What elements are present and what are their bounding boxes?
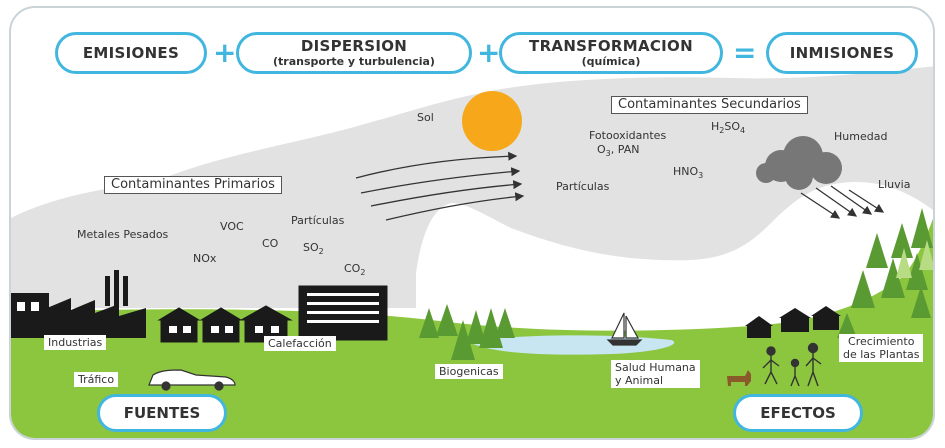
hno3-label: HNO3 <box>673 165 704 181</box>
sol-label: Sol <box>417 111 434 124</box>
fuentes-label: FUENTES <box>123 404 201 422</box>
wind-arrows-icon <box>355 151 525 221</box>
efectos-label: EFECTOS <box>760 404 836 422</box>
efectos-pill: EFECTOS <box>733 394 863 432</box>
voc-label: VOC <box>220 220 244 233</box>
houses-right-icon <box>745 306 841 338</box>
emisiones-label: EMISIONES <box>82 43 180 62</box>
trafico-label: Tráfico <box>74 372 119 387</box>
rain-cloud-icon <box>756 136 842 190</box>
inmisiones-pill: INMISIONES <box>766 32 918 74</box>
trees-biogenic-icon <box>419 304 515 360</box>
co2-label: CO2 <box>344 262 366 278</box>
inmisiones-label: INMISIONES <box>789 43 895 62</box>
car-icon <box>148 369 236 391</box>
metales-label: Metales Pesados <box>77 228 169 241</box>
forest-light-trees <box>896 240 933 278</box>
nox-label: NOx <box>193 252 217 265</box>
primarios-title: Contaminantes Primarios <box>104 176 282 194</box>
co-label: CO <box>262 237 279 250</box>
transformacion-sublabel: (química) <box>581 55 641 68</box>
house-windows <box>169 293 379 333</box>
transformacion-pill: TRANSFORMACION (química) <box>499 32 723 74</box>
calefaccion-label: Calefacción <box>264 336 336 351</box>
crecimiento-label: Crecimiento de las Plantas <box>839 334 924 362</box>
people-dog-icon <box>762 342 822 387</box>
dispersion-label: DISPERSION <box>300 37 408 55</box>
scene-illustration <box>11 66 933 438</box>
salud-label: Salud Humana y Animal <box>611 360 700 388</box>
plus-sign-1: + <box>213 36 237 69</box>
plus-sign-2: + <box>477 36 501 69</box>
factory-windows <box>17 302 39 311</box>
particulas-secundarias-label: Partículas <box>556 180 610 193</box>
industrias-label: Industrias <box>44 335 107 350</box>
biogenicas-label: Biogenicas <box>435 364 503 379</box>
diagram-frame: EMISIONES + DISPERSION (transporte y tur… <box>9 6 935 440</box>
so2-label: SO2 <box>303 241 324 257</box>
dispersion-sublabel: (transporte y turbulencia) <box>273 55 435 68</box>
humedad-label: Humedad <box>834 130 888 143</box>
dog-icon <box>727 370 751 386</box>
dispersion-pill: DISPERSION (transporte y turbulencia) <box>236 32 472 74</box>
pollution-haze <box>11 66 933 308</box>
lluvia-label: Lluvia <box>878 178 911 191</box>
h2so4-label: H2SO4 <box>711 120 746 136</box>
factory-icon <box>11 270 146 338</box>
rain-arrows-icon <box>800 185 885 219</box>
secundarios-title: Contaminantes Secundarios <box>611 96 808 114</box>
emisiones-pill: EMISIONES <box>55 32 207 74</box>
fuentes-pill: FUENTES <box>97 394 227 432</box>
sailboat-icon <box>606 312 643 346</box>
transformacion-label: TRANSFORMACION <box>529 37 693 55</box>
particulas-primarias-label: Partículas <box>291 214 345 227</box>
o3-pan-label: O3, PAN <box>597 143 640 159</box>
fotooxidantes-label: Fotooxidantes <box>589 129 667 142</box>
equals-sign: = <box>733 36 757 69</box>
sun-icon <box>462 91 522 151</box>
forest-icon <box>837 208 933 338</box>
